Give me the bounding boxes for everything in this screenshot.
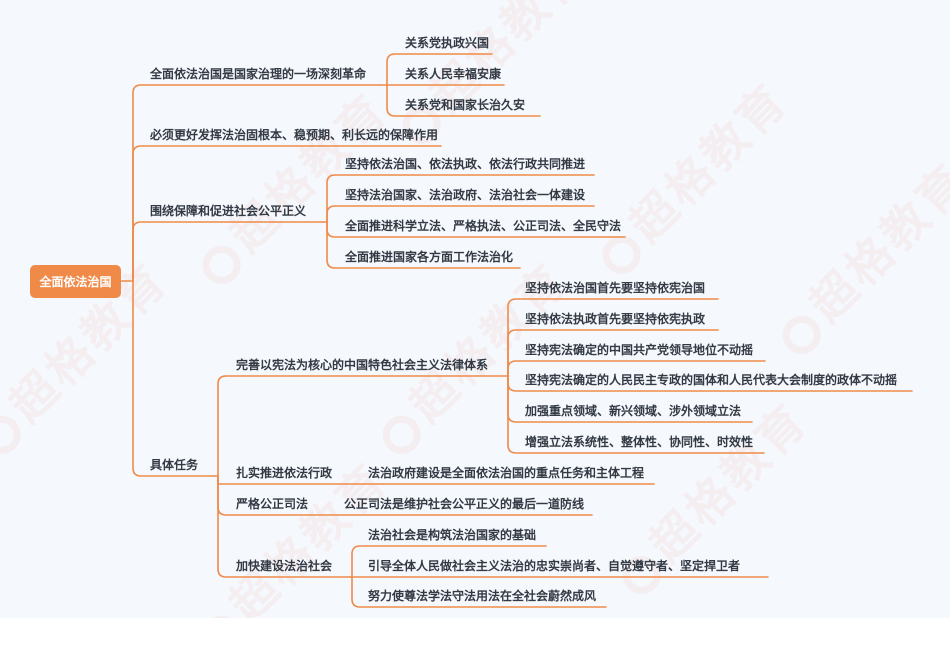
leaf-node[interactable]: 全面推进科学立法、严格执法、公正司法、全民守法	[345, 219, 622, 233]
leaf-node[interactable]: 加强重点领域、新兴领域、涉外领域立法	[525, 404, 742, 418]
root-label: 全面依法治国	[39, 275, 112, 289]
subbranch-node[interactable]: 加快建设法治社会	[236, 559, 333, 573]
leaf-node[interactable]: 坚持宪法确定的中国共产党领导地位不动摇	[525, 343, 754, 357]
branch-node[interactable]: 围绕保障和促进社会公平正义	[150, 204, 307, 218]
branch-node[interactable]: 全面依法治国是国家治理的一场深刻革命	[150, 67, 367, 81]
subbranch-node[interactable]: 严格公正司法	[236, 497, 309, 511]
mindmap-canvas: 超格教育 超格教育 超格教育 超格教育 超格教育 超格教育 超格教育 超格教育	[0, 0, 950, 618]
subbranch-node[interactable]: 扎实推进依法行政	[236, 466, 333, 480]
root-node[interactable]: 全面依法治国	[30, 265, 121, 298]
leaf-node[interactable]: 坚持依法执政首先要坚持依宪执政	[525, 312, 706, 326]
leaf-node[interactable]: 坚持法治国家、法治政府、法治社会一体建设	[345, 188, 586, 202]
leaf-node[interactable]: 引导全体人民做社会主义法治的忠实崇尚者、自觉遵守者、坚定捍卫者	[368, 559, 741, 573]
leaf-node[interactable]: 关系人民幸福安康	[405, 67, 502, 81]
leaf-node[interactable]: 全面推进国家各方面工作法治化	[345, 250, 514, 264]
leaf-node[interactable]: 努力使尊法学法守法用法在全社会蔚然成风	[368, 589, 597, 603]
leaf-node[interactable]: 法治社会是构筑法治国家的基础	[368, 528, 537, 542]
branch-node[interactable]: 具体任务	[150, 458, 199, 472]
leaf-node[interactable]: 坚持宪法确定的人民民主专政的国体和人民代表大会制度的政体不动摇	[525, 373, 898, 387]
branch-node[interactable]: 必须更好发挥法治固根本、稳预期、利长远的保障作用	[150, 128, 439, 142]
subbranch-node[interactable]: 完善以宪法为核心的中国特色社会主义法律体系	[236, 358, 489, 372]
leaf-node[interactable]: 公正司法是维护社会公平正义的最后一道防线	[344, 497, 585, 511]
connector-lines	[120, 53, 913, 608]
leaf-node[interactable]: 关系党和国家长治久安	[405, 98, 526, 112]
leaf-node[interactable]: 法治政府建设是全面依法治国的重点任务和主体工程	[368, 466, 645, 480]
leaf-node[interactable]: 增强立法系统性、整体性、协同性、时效性	[525, 435, 754, 449]
leaf-node[interactable]: 坚持依法治国首先要坚持依宪治国	[525, 281, 706, 295]
leaf-node[interactable]: 关系党执政兴国	[405, 36, 490, 50]
leaf-node[interactable]: 坚持依法治国、依法执政、依法行政共同推进	[345, 157, 586, 171]
